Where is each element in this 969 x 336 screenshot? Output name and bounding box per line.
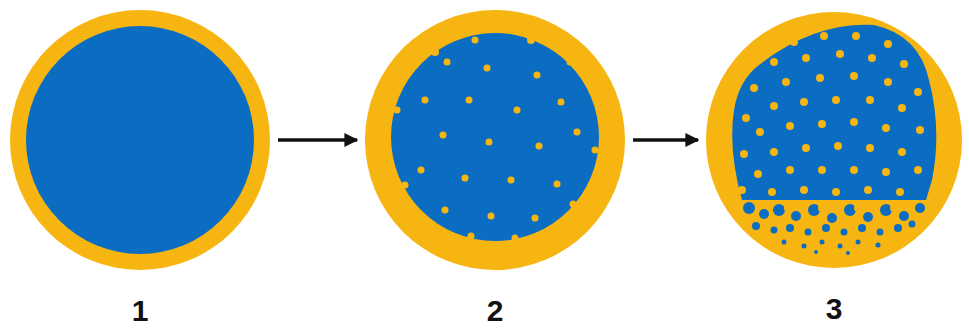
stage-number: 2 — [365, 294, 625, 328]
stage-number: 3 — [706, 292, 962, 326]
particle-node: 1 — [10, 10, 270, 270]
process-arrow — [278, 138, 357, 142]
intact-particle — [10, 10, 270, 270]
seeded-particle — [365, 10, 625, 270]
stage-number: 1 — [10, 294, 270, 328]
dissolving-particle — [706, 12, 962, 268]
particle-node: 2 — [365, 10, 625, 270]
process-arrow — [633, 138, 698, 142]
particle-node: 3 — [706, 12, 962, 268]
